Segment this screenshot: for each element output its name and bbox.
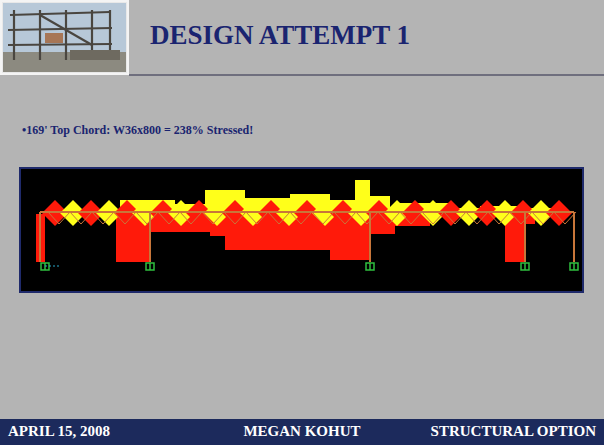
web-member [92, 212, 103, 224]
web-member [389, 212, 400, 224]
web-member [521, 212, 532, 224]
web-member [411, 212, 422, 224]
web-member [147, 212, 158, 224]
supports [41, 263, 578, 270]
web-member [455, 212, 466, 224]
web-member [378, 212, 389, 224]
web-member [532, 212, 543, 224]
slide-title: DESIGN ATTEMPT 1 [150, 20, 410, 51]
web-member [81, 212, 92, 224]
support-symbol [570, 263, 578, 270]
footer-date: APRIL 15, 2008 [8, 423, 110, 440]
web-member [103, 212, 114, 224]
web-member [345, 212, 356, 224]
web-member [290, 212, 301, 224]
support-symbol [366, 263, 374, 270]
support-symbol [573, 263, 575, 270]
web-member [543, 212, 554, 224]
web-member [257, 212, 268, 224]
web-member [400, 212, 411, 224]
support-symbol [369, 263, 371, 270]
web-member [268, 212, 279, 224]
web-member [279, 212, 290, 224]
support-symbol [524, 263, 526, 270]
web-member [444, 212, 455, 224]
web-member [312, 212, 323, 224]
axis-mark [45, 266, 60, 267]
web-member [466, 212, 477, 224]
web-member [488, 212, 499, 224]
web-member [224, 212, 235, 224]
web-member [59, 212, 70, 224]
web-member [334, 212, 345, 224]
web-member [565, 212, 576, 224]
support-symbol [521, 263, 529, 270]
web-member [169, 212, 180, 224]
web-member [301, 212, 312, 224]
footer-author: MEGAN KOHUT [243, 423, 360, 440]
web-member [477, 212, 488, 224]
footer-option: STRUCTURAL OPTION [431, 423, 596, 440]
web-member [235, 212, 246, 224]
footer-bar [0, 419, 604, 445]
web-member [202, 212, 213, 224]
bullet-note: •169' Top Chord: W36x800 = 238% Stressed… [22, 123, 253, 138]
photo [3, 3, 126, 72]
web-member [213, 212, 224, 224]
web-member [136, 212, 147, 224]
web-member [367, 212, 378, 224]
web-member [125, 212, 136, 224]
analysis-panel [20, 168, 583, 292]
web-member [70, 212, 81, 224]
web-member [422, 212, 433, 224]
web-member [48, 212, 59, 224]
web-member [191, 212, 202, 224]
web-member [114, 212, 125, 224]
truss [40, 212, 576, 262]
web-member [499, 212, 510, 224]
title-rule [129, 75, 604, 76]
photo-frame [0, 0, 129, 75]
web-member [554, 212, 565, 224]
web-member [158, 212, 169, 224]
support-symbol [146, 263, 154, 270]
stress-diagram [36, 180, 572, 262]
web-member [323, 212, 334, 224]
web-member [510, 212, 521, 224]
support-symbol [149, 263, 151, 270]
web-member [180, 212, 191, 224]
web-member [433, 212, 444, 224]
web-member [356, 212, 367, 224]
web-member [246, 212, 257, 224]
